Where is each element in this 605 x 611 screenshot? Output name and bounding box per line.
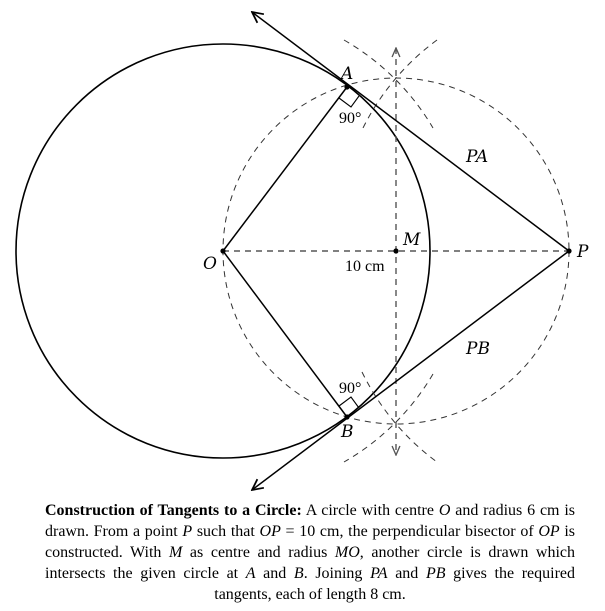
caption-text: . Joining	[303, 565, 371, 582]
caption-text: is constructed. With	[45, 523, 576, 561]
caption-math: MO	[334, 544, 360, 561]
caption-text: , another circle is drawn which intersec…	[45, 544, 576, 582]
tangent-construction-diagram: O M P A B PA PB 10 cm 90° 90°	[15, 0, 589, 495]
caption-title: Construction of Tangents to a Circle:	[45, 502, 302, 519]
caption-text: A circle with centre	[301, 502, 439, 519]
label-angle-a: 90°	[339, 110, 361, 127]
caption-text: and	[255, 565, 294, 582]
label-pb: PB	[465, 339, 490, 359]
given-circle	[15, 43, 431, 459]
label-angle-b: 90°	[339, 380, 361, 397]
point-o	[220, 248, 226, 254]
caption-text: and	[387, 565, 426, 582]
caption-math: PA	[370, 565, 388, 582]
right-angle-marker-b	[338, 396, 360, 409]
caption-math: PB	[425, 565, 446, 582]
caption-math: OP	[259, 523, 281, 540]
caption-text: as centre and radius	[182, 544, 335, 561]
point-a	[344, 84, 350, 90]
caption-math: M	[169, 544, 183, 561]
caption-math: OP	[538, 523, 560, 540]
radius-ob	[222, 250, 348, 418]
label-distance-op: 10 cm	[345, 258, 385, 275]
caption-math: B	[293, 565, 304, 582]
compass-arc-from-o-top	[343, 39, 434, 129]
label-o: O	[203, 254, 217, 274]
compass-arc-from-o-bottom	[343, 373, 434, 463]
label-a: A	[339, 64, 353, 84]
caption-text: such that	[192, 523, 260, 540]
caption-math: O	[438, 502, 451, 519]
tangent-pb	[252, 250, 570, 490]
point-m	[393, 248, 399, 254]
label-b: B	[340, 422, 354, 442]
caption-text: gives the required tangents, each of len…	[214, 565, 576, 603]
figure-caption: Construction of Tangents to a Circle: A …	[45, 500, 575, 605]
caption-math: A	[245, 565, 256, 582]
right-angle-marker-a	[338, 95, 360, 108]
tangent-pa	[252, 12, 570, 252]
caption-text: = 10 cm, the perpendicular bisector of	[280, 523, 539, 540]
caption-math: P	[182, 523, 193, 540]
label-p: P	[576, 242, 589, 262]
label-pa: PA	[465, 147, 488, 167]
label-m: M	[402, 230, 421, 250]
point-b	[344, 414, 350, 420]
point-p	[566, 248, 572, 254]
radius-oa	[222, 86, 348, 252]
caption-text: and radius 6 cm is drawn. From a point	[45, 502, 576, 540]
